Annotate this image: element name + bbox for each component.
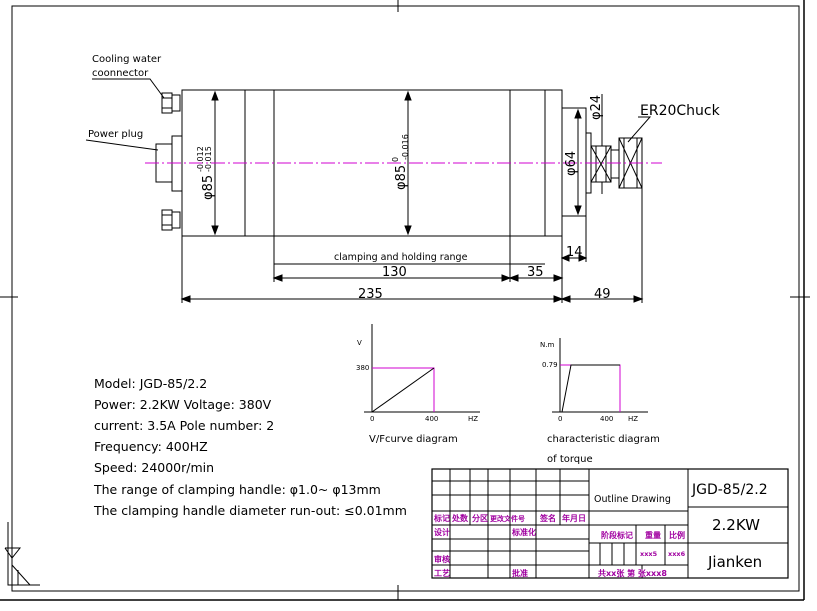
torque-x-value: 400 [600,415,613,423]
cooling-water-label-2: coonnector [92,68,149,79]
spec-current: current: 3.5A Pole number: 2 [94,418,274,433]
total-length: 235 [358,287,383,302]
cell-scale-value: xxx6 [668,550,686,558]
spec-model: Model: JGD-85/2.2 [94,376,207,391]
cell-approve: 批准 [512,568,528,578]
spindle-drawing [85,78,652,303]
torque-y-value: 0.79 [542,361,558,369]
cell-sheets: 共xx张 第 张xxx8 [598,568,667,578]
cell-process: 工艺 [434,568,450,578]
housing-diameter: φ85 [201,175,216,200]
cell-scale-label: 比例 [669,530,685,540]
clamp-range-label: clamping and holding range [334,252,468,263]
clamp-length: 130 [382,265,407,280]
vf-y-value: 380 [356,364,369,372]
cell-mark: 标记 [433,513,450,523]
body-tolerance-sup: 0 [391,157,400,162]
title-company: Jianken [707,553,762,571]
length-35: 35 [527,265,544,280]
title-block-cells: 标记 处数 分区 更改文件号 签名 年月日 设计 标准化 阶段标记 重量 比例 … [433,513,686,578]
spec-speed: Speed: 24000r/min [94,460,214,475]
cell-date: 年月日 [562,513,586,523]
spec-frequency: Frequency: 400HZ [94,439,208,454]
torque-y-axis-label: N.m [540,341,554,349]
torque-x-axis-label: HZ [628,415,638,423]
housing-tolerance-top: -0.012 [196,146,205,172]
cell-sign: 签名 [539,513,556,523]
housing-tolerance-bottom: -0.015 [204,146,213,172]
nose-diameter: φ24 [589,95,604,120]
chuck-label: ER20Chuck [640,103,721,119]
spec-clamping-range: The range of clamping handle: φ1.0~ φ13m… [93,482,381,497]
vf-caption: V/Fcurve diagram [369,434,458,445]
title-model: JGD-85/2.2 [691,482,768,498]
title-power: 2.2KW [712,516,760,534]
cell-change-doc: 更改文件号 [490,514,525,523]
torque-origin: 0 [558,415,562,423]
length-14: 14 [566,245,583,260]
vf-x-value: 400 [425,415,438,423]
cell-stage-mark: 阶段标记 [601,530,633,540]
cell-standard: 标准化 [511,527,536,537]
cell-zone: 分区 [472,513,488,523]
body-diameter: φ85 [394,165,409,190]
neck-diameter: φ64 [564,151,579,176]
vf-x-axis-label: HZ [468,415,478,423]
torque-caption-2: of torque [547,454,593,465]
spec-power: Power: 2.2KW Voltage: 380V [94,397,272,412]
spec-list: Model: JGD-85/2.2 Power: 2.2KW Voltage: … [93,376,407,518]
spec-runout: The clamping handle diameter run-out: ≤0… [93,503,407,518]
cell-count: 处数 [451,513,469,523]
cell-review: 审核 [434,554,450,564]
torque-caption-1: characteristic diagram [547,434,660,445]
torque-chart: N.m 0.79 0 400 HZ characteristic diagram… [540,338,660,465]
vf-y-axis-label: V [357,339,362,347]
body-tolerance-sub: -0.016 [401,134,410,160]
cooling-water-label-1: Cooling water [92,54,162,65]
drawing-frame [0,0,810,601]
vf-curve-chart: V 380 0 400 HZ V/Fcurve diagram [356,324,480,445]
cell-weight-value: xxx5 [640,550,658,558]
vf-origin: 0 [370,415,374,423]
power-plug-label: Power plug [88,129,143,140]
title-drawing-type: Outline Drawing [594,494,671,505]
cell-design: 设计 [434,527,450,537]
cell-weight-label: 重量 [645,530,661,540]
title-block [431,468,789,579]
chuck-length: 49 [594,287,611,302]
